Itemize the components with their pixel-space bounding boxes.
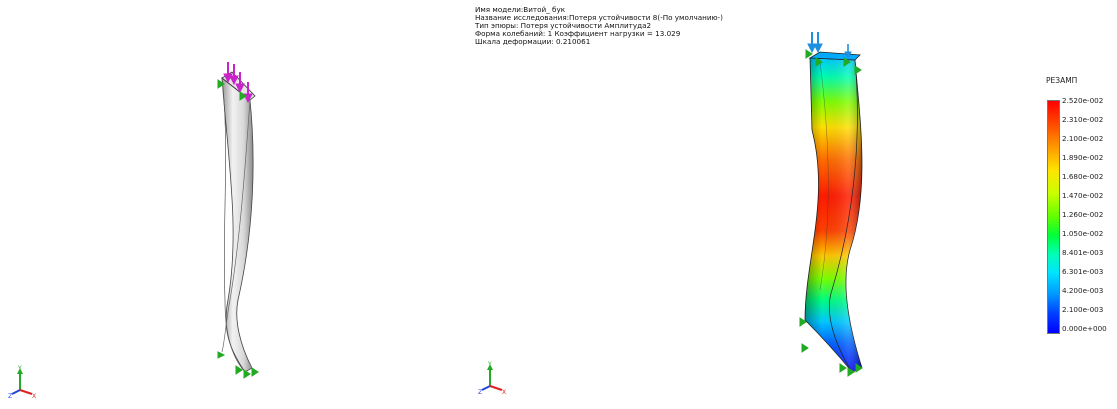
plot-type-text: Тип эпюры: Потеря устойчивости Амплитуда… xyxy=(475,21,652,31)
right-graphics-viewport[interactable]: Имя модели:Витой_ бук Название исследова… xyxy=(460,0,1117,405)
triad-x-label: X xyxy=(32,393,36,398)
legend-label: 2.100e-002 xyxy=(1062,134,1104,143)
triad-y-label: Y xyxy=(487,361,492,368)
legend-label: 1.260e-002 xyxy=(1062,210,1104,219)
legend-label: 2.100e-003 xyxy=(1062,305,1104,314)
fixture-arrow-icon xyxy=(217,79,259,379)
legend-label: 2.310e-002 xyxy=(1062,115,1104,124)
legend-label: 1.680e-002 xyxy=(1062,172,1104,181)
triad-z-label: Z xyxy=(8,393,12,398)
deformed-result-model xyxy=(799,32,863,377)
model-name-text: Имя модели:Витой_ бук xyxy=(475,5,566,14)
coordinate-triad-icon: Y X Z xyxy=(8,365,36,398)
fixture-arrow-icon xyxy=(799,317,863,377)
coordinate-triad-icon: Y X Z xyxy=(478,361,506,394)
legend-color-bar xyxy=(1047,100,1060,334)
triad-y-label: Y xyxy=(17,365,22,372)
deformation-scale-text: Шкала деформации: 0.210061 xyxy=(475,37,591,47)
legend-title: РЕЗАМП xyxy=(1046,76,1078,85)
legend-label: 0.000e+000 xyxy=(1062,324,1107,333)
fixture-arrow-icon xyxy=(805,49,862,75)
legend-label: 1.050e-002 xyxy=(1062,229,1104,238)
mode-shape-text: Форма колебаний: 1 Коэффициент нагрузки … xyxy=(475,29,681,39)
undeformed-model xyxy=(217,62,259,379)
triad-x-label: X xyxy=(502,389,506,394)
legend-label: 1.470e-002 xyxy=(1062,191,1104,200)
legend-label: 6.301e-003 xyxy=(1062,267,1104,276)
legend-labels: 2.520e-002 2.310e-002 2.100e-002 1.890e-… xyxy=(1062,96,1117,336)
legend-label: 1.890e-002 xyxy=(1062,153,1104,162)
legend-label: 8.401e-003 xyxy=(1062,248,1104,257)
study-name-text: Название исследования:Потеря устойчивост… xyxy=(475,13,723,23)
left-graphics-viewport[interactable]: Y X Z xyxy=(0,0,460,405)
load-arrow-icon xyxy=(223,62,253,104)
legend-label: 4.200e-003 xyxy=(1062,286,1104,295)
triad-z-label: Z xyxy=(478,389,482,394)
study-info-block: Имя модели:Витой_ бук Название исследова… xyxy=(475,5,723,47)
legend-label: 2.520e-002 xyxy=(1062,96,1104,105)
load-arrow-icon xyxy=(807,32,852,60)
